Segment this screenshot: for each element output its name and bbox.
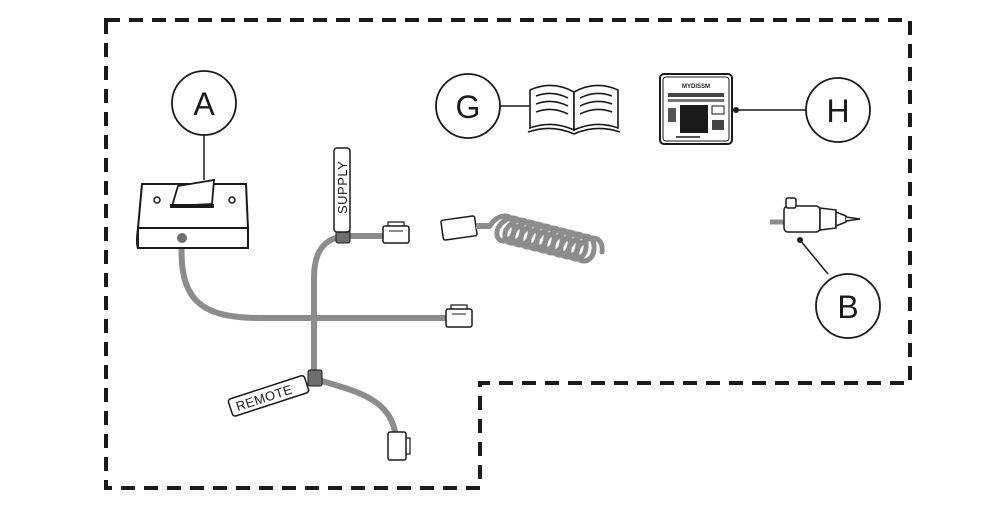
coil-spring [487, 213, 605, 264]
remote-clip [307, 369, 323, 387]
callout-h-circle [805, 77, 871, 143]
coiled-cord-icon [440, 213, 786, 264]
callout-b-circle [815, 273, 881, 339]
leader-h-dot [733, 107, 739, 113]
leader-b-dot [797, 237, 803, 243]
callout-b-label: B [837, 289, 858, 325]
callout-g-label: G [456, 89, 481, 125]
callout-a-label: A [193, 86, 215, 122]
coil-plug [440, 215, 478, 241]
switch-cable [178, 235, 451, 321]
dashed-boundary [104, 18, 912, 490]
switch-icon [136, 178, 250, 249]
supply-cable [311, 233, 386, 381]
leader-b [799, 239, 829, 275]
supply-tag-label: SUPPLY [335, 161, 350, 214]
rj-plug-icon [387, 431, 411, 461]
rj-plug-icon [382, 221, 410, 244]
cable-network [178, 233, 451, 441]
remote-tag-label: REMOTE [234, 382, 294, 414]
device-brand-label: MYDISSM [682, 84, 710, 90]
callout-h-label: H [826, 93, 849, 129]
display-unit-icon: MYDISSM [659, 73, 733, 145]
remote-cable [315, 377, 399, 441]
supply-tag: SUPPLY [333, 147, 351, 233]
callout-a-circle [171, 70, 237, 136]
rj-plug-icon [445, 304, 473, 328]
probe-icon [783, 197, 861, 233]
remote-tag: REMOTE [227, 374, 310, 417]
manual-book-icon [527, 84, 621, 135]
